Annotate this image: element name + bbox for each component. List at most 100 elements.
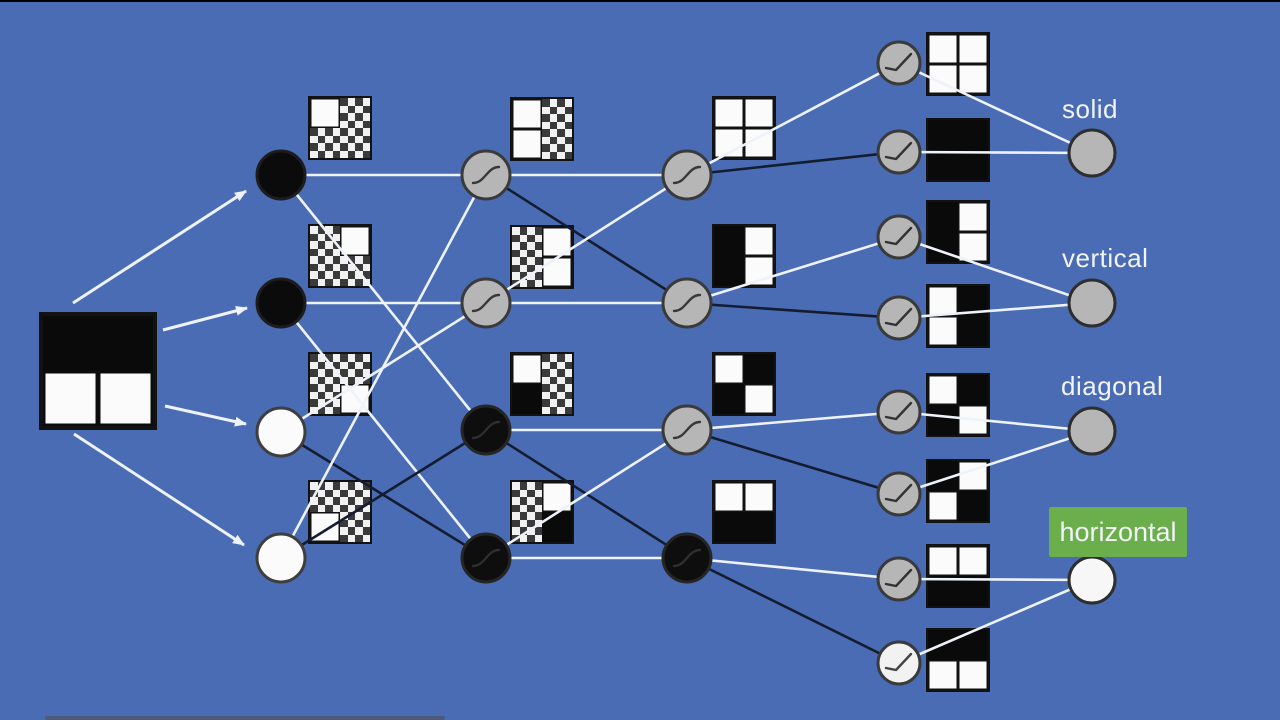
connection-line-i4-h3: [280, 428, 487, 560]
pattern-quadrant: [928, 660, 958, 690]
pattern-quadrant: [43, 371, 98, 426]
neuron-circle: [876, 556, 922, 602]
label-vertical: vertical: [1062, 243, 1149, 273]
template-horizontal-white-top: [926, 544, 990, 608]
pattern-quadrant: [744, 354, 774, 384]
connection-line-g4-r8: [686, 556, 900, 665]
connection-line-g1-r2: [686, 150, 900, 177]
pattern-quadrant: [958, 316, 988, 346]
pattern-quadrant: [98, 371, 153, 426]
pattern-quadrant: [542, 354, 572, 384]
connection-line-r5-f3: [898, 410, 1093, 433]
hidden2-sigmoid-neuron-4: [661, 532, 713, 584]
pattern-quadrant: [958, 375, 988, 405]
relu-neuron-2: [876, 129, 922, 175]
input-image-horizontal-sample: [39, 312, 157, 430]
template-solid-white: [926, 32, 990, 96]
connection-line-g4-r7: [686, 556, 900, 581]
relu-activation-icon: [884, 52, 913, 72]
hidden2-sigmoid-neuron-2: [661, 277, 713, 329]
pattern-quadrant: [928, 375, 958, 405]
neuron-circle: [876, 129, 922, 175]
input-arrow-4: [73, 432, 245, 547]
pattern-quadrant: [928, 316, 958, 346]
neuron-circle: [876, 214, 922, 260]
pattern-quadrant: [310, 256, 340, 286]
input-arrow-1: [72, 189, 247, 305]
relu-activation-icon: [884, 226, 913, 246]
pattern-quadrant: [714, 98, 744, 128]
pattern-quadrant: [958, 120, 988, 150]
output-node-horizontal-active: [1067, 555, 1117, 605]
neuron-circle: [255, 149, 307, 201]
input-arrow-2: [162, 305, 248, 332]
pattern-quadrant: [310, 98, 340, 128]
template-vertical-black-left: [926, 200, 990, 264]
sigmoid-activation-icon: [471, 165, 501, 185]
pattern-quadrant: [744, 98, 774, 128]
pattern-quadrant: [744, 482, 774, 512]
sigmoid-activation-icon: [471, 293, 501, 313]
sigmoid-activation-icon: [672, 293, 702, 313]
template-vertical-white-left: [926, 284, 990, 348]
pattern-quadrant: [512, 384, 542, 414]
hidden1-sigmoid-neuron-3: [460, 404, 512, 456]
connection-line-r8-f4: [898, 578, 1093, 665]
neuron-circle: [1067, 406, 1117, 456]
relu-activation-icon: [884, 401, 913, 421]
connection-line-h2-g1: [485, 173, 688, 305]
neuron-circle: [255, 406, 307, 458]
connection-line-r4-f2: [898, 301, 1093, 320]
input-arrow-3: [164, 404, 247, 427]
pattern-quadrant: [340, 128, 370, 158]
pattern-quadrant: [928, 491, 958, 521]
relu-neuron-1: [876, 40, 922, 86]
output-node-vertical: [1067, 278, 1117, 328]
connection-line-g1-r1: [686, 61, 900, 177]
relu-neuron-8-active: [876, 640, 922, 686]
weight-layer2-left-white: [510, 97, 574, 161]
label-solid: solid: [1062, 94, 1118, 124]
connection-line-r3-f2: [898, 235, 1093, 305]
pattern-quadrant: [958, 34, 988, 64]
hidden2-sigmoid-neuron-1: [661, 149, 713, 201]
output-node-solid: [1067, 128, 1117, 178]
neuron-circle: [255, 532, 307, 584]
pattern-quadrant: [714, 482, 744, 512]
hidden1-sigmoid-neuron-2: [460, 277, 512, 329]
pattern-quadrant: [340, 98, 370, 128]
feature-horizontal-white-top: [712, 480, 776, 544]
pattern-quadrant: [958, 491, 988, 521]
pattern-quadrant: [340, 226, 370, 256]
pattern-quadrant: [744, 512, 774, 542]
pattern-quadrant: [340, 354, 370, 384]
input-node-3: [255, 406, 307, 458]
template-solid-black: [926, 118, 990, 182]
neuron-circle: [876, 295, 922, 341]
template-diagonal-anti: [926, 459, 990, 523]
relu-activation-icon: [884, 568, 913, 588]
connection-line-g2-r3: [686, 235, 900, 305]
sigmoid-activation-icon: [672, 548, 702, 568]
neuron-circle: [876, 389, 922, 435]
pattern-quadrant: [714, 226, 744, 256]
relu-neuron-4: [876, 295, 922, 341]
weight-layer1-tr-white: [308, 224, 372, 288]
connection-line-r2-f1: [898, 150, 1093, 155]
neuron-circle: [876, 640, 922, 686]
pattern-quadrant: [928, 202, 958, 232]
connection-line-i2-h4: [279, 302, 488, 559]
relu-activation-icon: [884, 652, 913, 672]
hidden1-sigmoid-neuron-4: [460, 532, 512, 584]
label-diagonal: diagonal: [1061, 371, 1164, 401]
connection-line-r1-f1: [898, 61, 1093, 155]
pattern-quadrant: [958, 660, 988, 690]
pattern-quadrant: [958, 576, 988, 606]
pattern-quadrant: [928, 576, 958, 606]
pattern-quadrant: [744, 384, 774, 414]
input-node-2: [255, 277, 307, 329]
output-node-diagonal: [1067, 406, 1117, 456]
pattern-quadrant: [928, 232, 958, 262]
